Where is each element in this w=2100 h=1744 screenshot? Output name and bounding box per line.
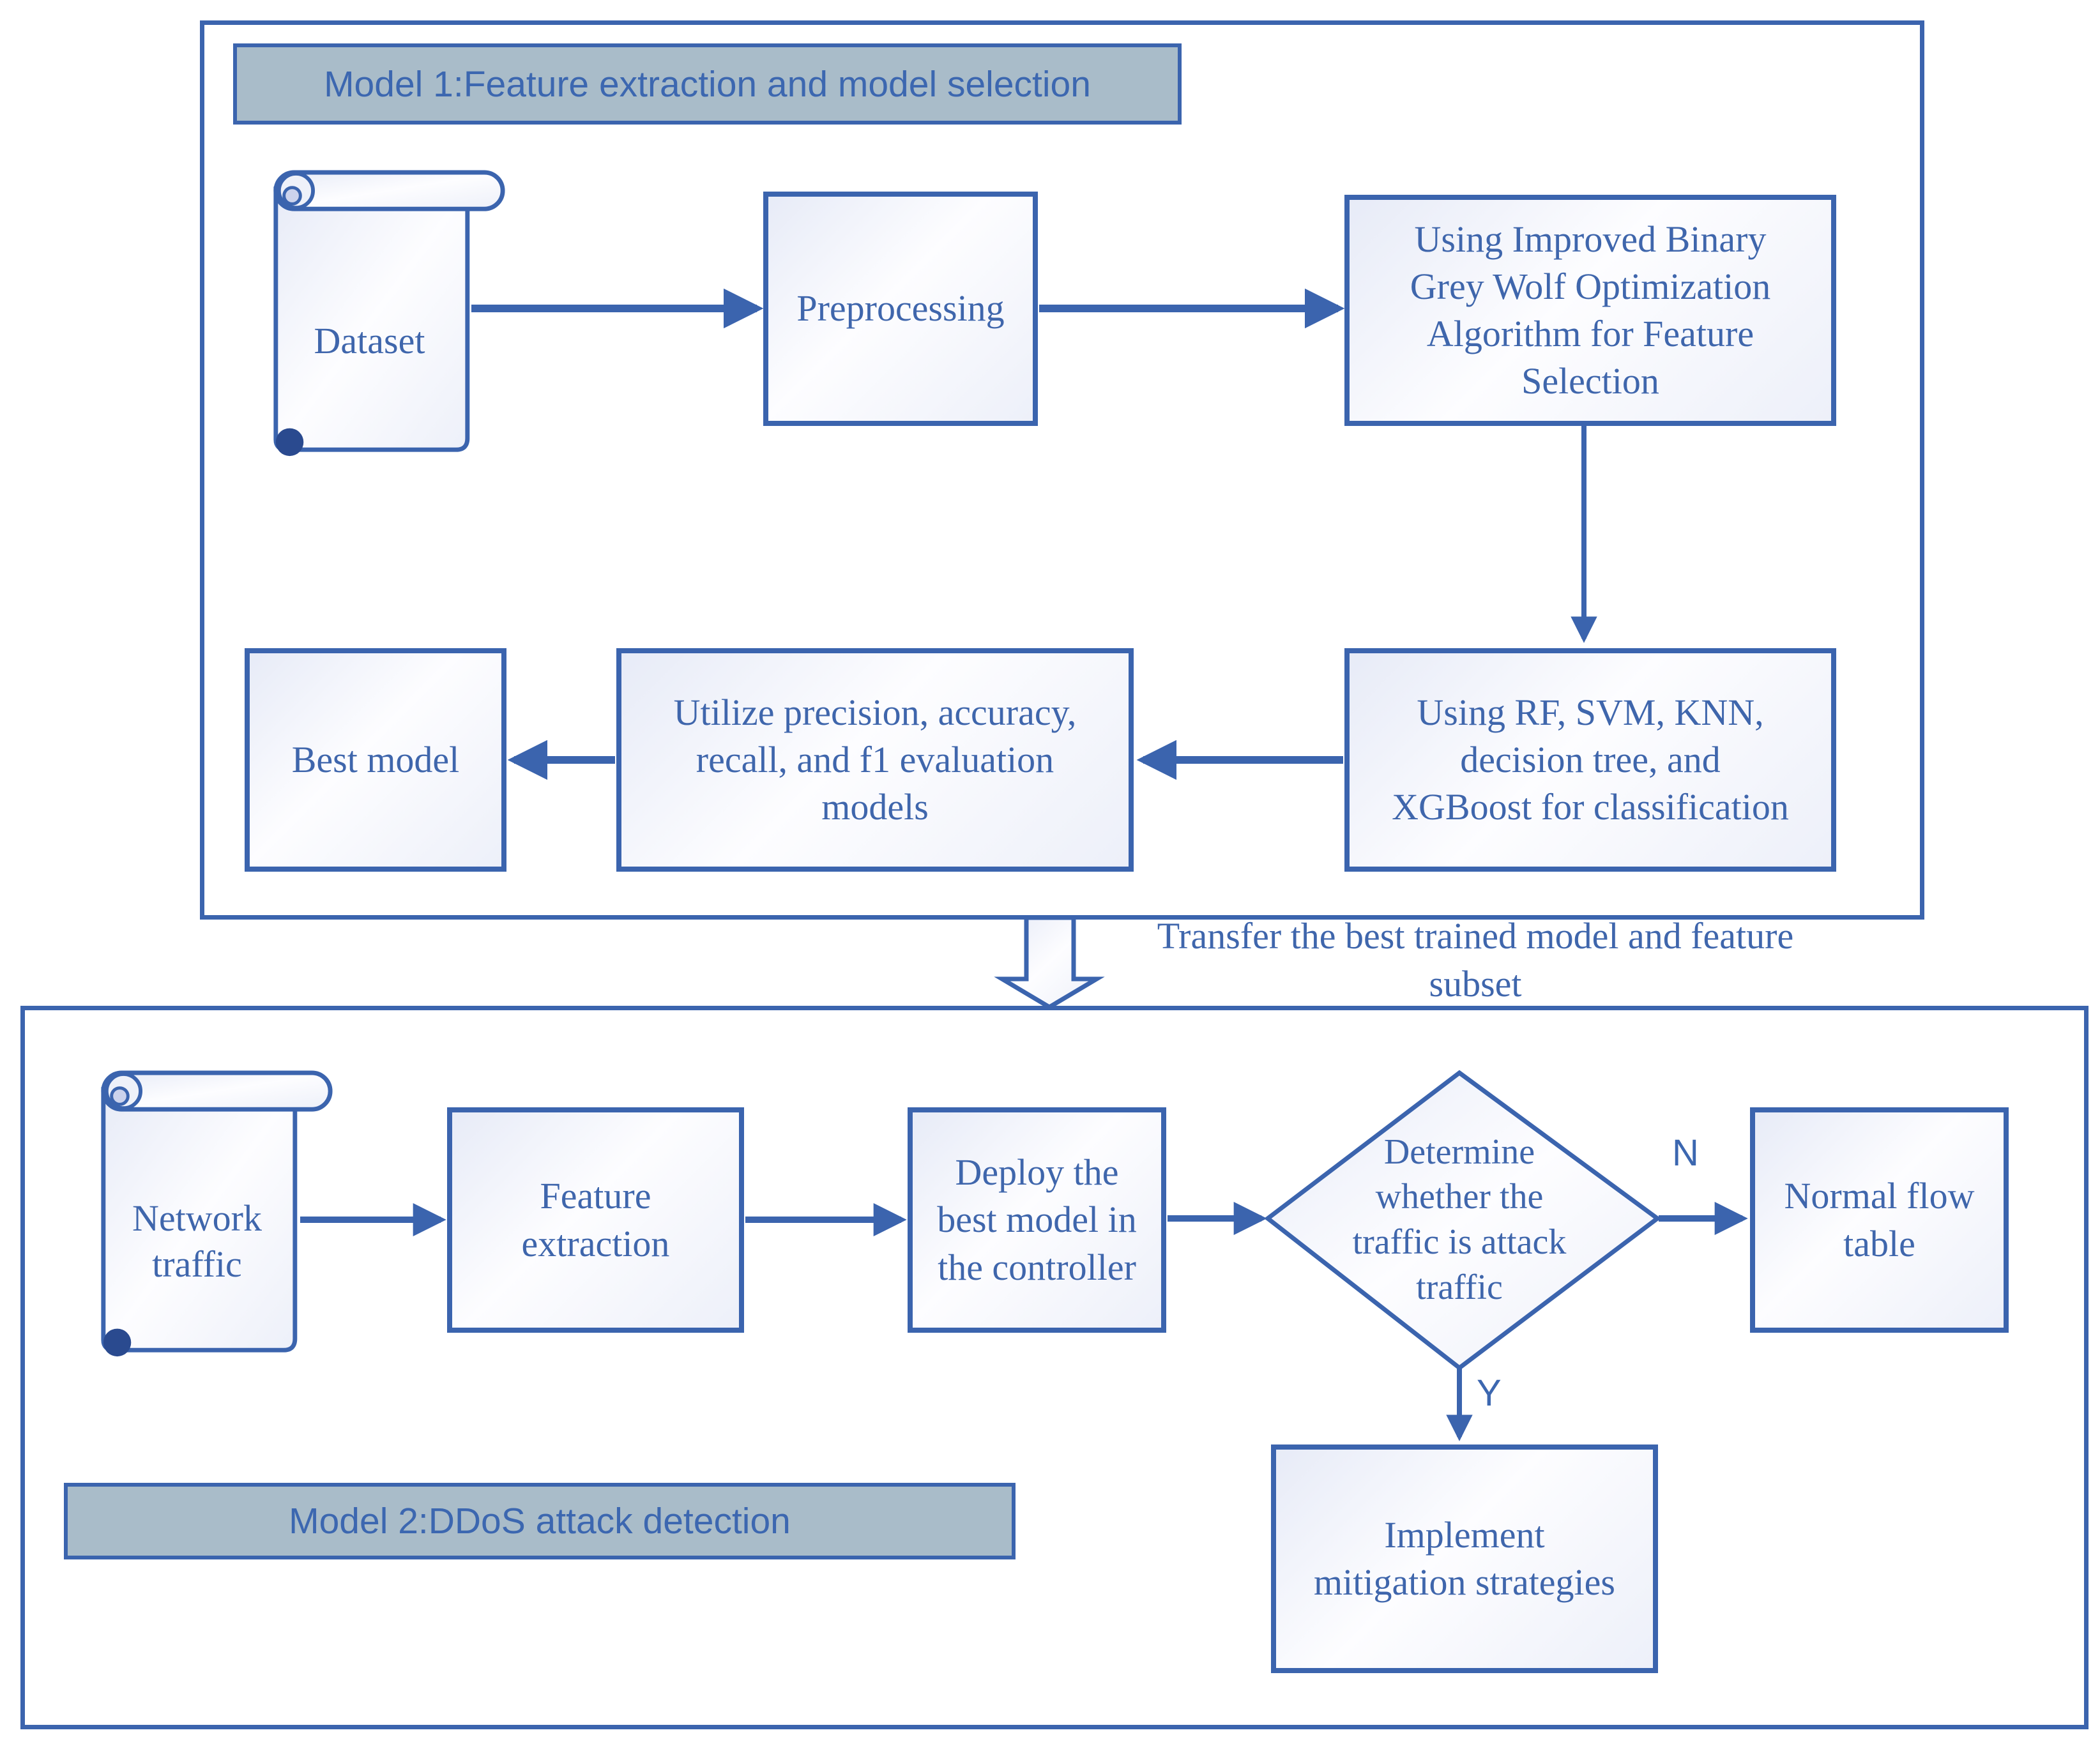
scroll-top-roll [101, 1070, 333, 1112]
dataset-label: Dataset [314, 319, 425, 361]
preprocessing-label: Preprocessing [796, 287, 1005, 330]
scroll-shape-icon [101, 1070, 333, 1357]
branch-label-no: N [1672, 1132, 1699, 1174]
scroll-bottom-curl [275, 428, 304, 457]
evaluation-box: Utilize precision, accuracy, recall, and… [616, 648, 1134, 872]
scroll-top-roll [273, 170, 505, 211]
best-model-box: Best model [245, 648, 506, 872]
model1-title: Model 1:Feature extraction and model sel… [324, 63, 1091, 105]
feature-extraction-label: Feature extraction [521, 1175, 670, 1264]
deploy-model-box: Deploy the best model in the controller [908, 1107, 1166, 1333]
best-model-label: Best model [291, 738, 460, 780]
model1-title-banner: Model 1:Feature extraction and model sel… [233, 43, 1182, 125]
network-traffic-label: Network traffic [132, 1197, 262, 1285]
mitigation-box: Implement mitigation strategies [1271, 1444, 1658, 1673]
scroll-roll-inner [110, 1086, 130, 1106]
feature-extraction-box: Feature extraction [447, 1107, 744, 1333]
model2-section-frame [20, 1006, 2089, 1729]
decision-label: Determine whether the traffic is attack … [1352, 1132, 1567, 1307]
classification-box: Using RF, SVM, KNN, decision tree, and X… [1344, 648, 1836, 872]
scroll-roll-inner [282, 186, 302, 206]
scroll-bottom-curl [103, 1328, 132, 1357]
model2-title-banner: Model 2:DDoS attack detection [64, 1483, 1016, 1559]
evaluation-label: Utilize precision, accuracy, recall, and… [673, 691, 1077, 828]
branch-label-yes: Y [1477, 1372, 1502, 1414]
classification-label: Using RF, SVM, KNN, decision tree, and X… [1392, 691, 1789, 828]
preprocessing-box: Preprocessing [763, 192, 1038, 426]
feature-selection-label: Using Improved Binary Grey Wolf Optimiza… [1410, 218, 1771, 402]
mitigation-label: Implement mitigation strategies [1314, 1513, 1615, 1603]
scroll-shape-icon [273, 170, 505, 457]
dataset-scroll: Dataset [268, 167, 508, 464]
decision-diamond [1264, 1070, 1661, 1371]
model2-title: Model 2:DDoS attack detection [289, 1501, 791, 1542]
transfer-block-arrow [994, 915, 1105, 1010]
feature-selection-box: Using Improved Binary Grey Wolf Optimiza… [1344, 195, 1836, 426]
normal-flow-table-box: Normal flow table [1750, 1107, 2009, 1333]
deploy-model-label: Deploy the best model in the controller [937, 1151, 1137, 1288]
transfer-label: Transfer the best trained model and feat… [1157, 915, 1794, 1005]
network-traffic-scroll: Network traffic [96, 1068, 335, 1364]
normal-flow-table-label: Normal flow table [1784, 1175, 1975, 1264]
